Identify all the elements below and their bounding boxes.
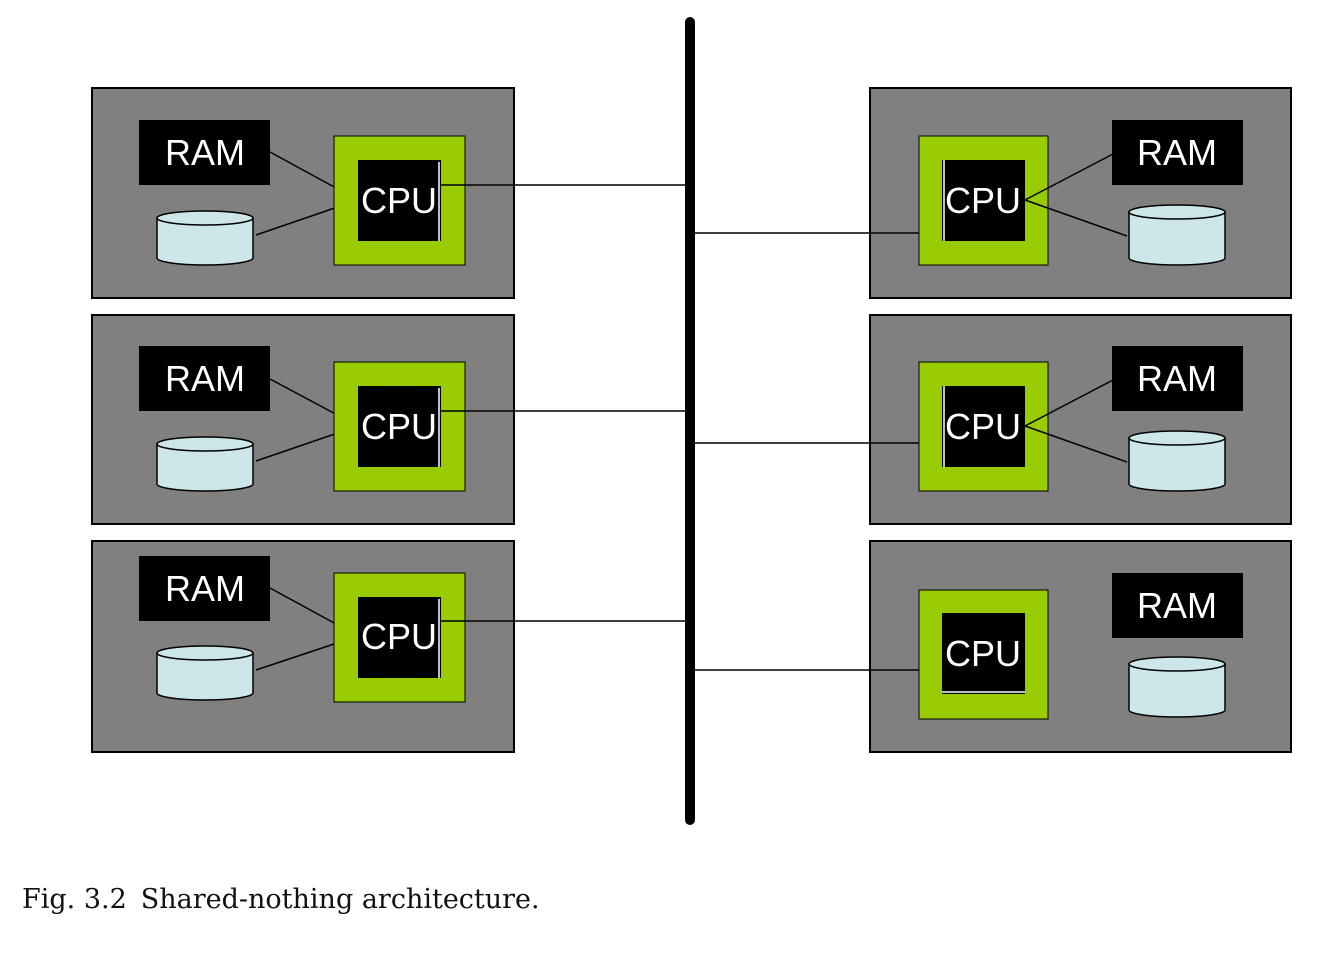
cpu-label: CPU bbox=[945, 633, 1021, 674]
disk-cpu-link bbox=[1024, 199, 1128, 237]
cpu-label: CPU bbox=[361, 180, 437, 221]
ram-label: RAM bbox=[1137, 358, 1217, 399]
disk-cpu-link bbox=[1024, 425, 1128, 463]
ram-module: RAM bbox=[1112, 346, 1243, 411]
cpu-label: CPU bbox=[361, 616, 437, 657]
ram-label: RAM bbox=[165, 358, 245, 399]
cpu-label: CPU bbox=[361, 406, 437, 447]
disk-icon bbox=[156, 436, 254, 492]
figure-caption: Fig. 3.2 Shared-nothing architecture. bbox=[22, 884, 540, 915]
cpu-module: CPU bbox=[333, 361, 466, 492]
ram-module: RAM bbox=[139, 120, 270, 185]
node-right-1: CPU RAM bbox=[694, 87, 1292, 299]
ram-label: RAM bbox=[1137, 585, 1217, 626]
ram-label: RAM bbox=[165, 568, 245, 609]
disk-icon bbox=[1128, 204, 1226, 266]
caption-text: Shared-nothing architecture. bbox=[140, 884, 540, 915]
disk-icon bbox=[1128, 656, 1226, 718]
node-left-1: RAM CPU bbox=[91, 87, 686, 299]
ram-label: RAM bbox=[165, 132, 245, 173]
cpu-module: CPU bbox=[333, 572, 466, 703]
cpu-label: CPU bbox=[945, 180, 1021, 221]
disk-icon bbox=[1128, 430, 1226, 492]
ram-module: RAM bbox=[1112, 573, 1243, 638]
ram-cpu-link bbox=[1024, 379, 1114, 427]
node-right-3: CPU RAM bbox=[694, 540, 1292, 753]
node-left-3: RAM CPU bbox=[91, 540, 686, 753]
ram-module: RAM bbox=[139, 346, 270, 411]
cpu-label: CPU bbox=[945, 406, 1021, 447]
figure-number: Fig. 3.2 bbox=[22, 884, 127, 915]
cpu-module: CPU bbox=[918, 589, 1049, 720]
node-left-2: RAM CPU bbox=[91, 314, 686, 525]
shared-nothing-diagram: RAM CPU RAM CPU bbox=[91, 17, 1292, 825]
ram-label: RAM bbox=[1137, 132, 1217, 173]
cpu-module: CPU bbox=[333, 135, 466, 266]
disk-icon bbox=[156, 645, 254, 701]
disk-icon bbox=[156, 210, 254, 266]
ram-module: RAM bbox=[139, 556, 270, 621]
node-right-2: CPU RAM bbox=[694, 314, 1292, 525]
ram-cpu-link bbox=[1024, 153, 1114, 201]
ram-module: RAM bbox=[1112, 120, 1243, 185]
